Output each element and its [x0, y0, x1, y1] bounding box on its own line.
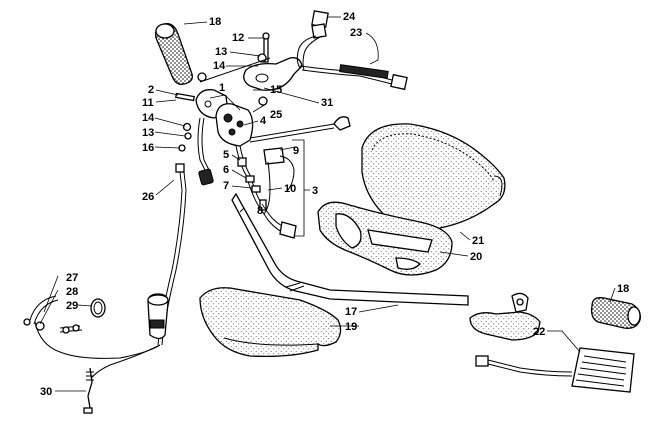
callout-18b: 18: [617, 283, 629, 295]
handlebar: [231, 192, 469, 306]
throttle-cable: [34, 163, 187, 414]
callout-23: 23: [350, 27, 362, 39]
callout-5: 5: [223, 149, 229, 161]
callout-11: 11: [142, 97, 154, 109]
throttle-body: [469, 292, 541, 341]
callout-8: 8: [257, 205, 263, 217]
callout-27: 27: [66, 272, 78, 284]
callout-20: 20: [470, 251, 482, 263]
callout-12: 12: [232, 32, 244, 44]
callout-13a: 13: [215, 46, 227, 58]
callout-6: 6: [223, 164, 229, 176]
cable-housing: [147, 293, 169, 340]
callout-17: 17: [345, 306, 357, 318]
callout-13b: 13: [142, 127, 154, 139]
callout-4: 4: [260, 115, 267, 127]
callout-15: 15: [270, 84, 282, 96]
hand-warmer-element: [475, 347, 635, 393]
callout-19: 19: [345, 321, 357, 333]
callout-3: 3: [312, 185, 318, 197]
callout-10: 10: [284, 183, 296, 195]
crossbar-pad: [199, 287, 342, 358]
callout-14b: 14: [142, 112, 155, 124]
callout-28: 28: [66, 286, 78, 298]
brake-lever: [197, 32, 303, 106]
leader-lines: [39, 16, 616, 392]
handlebar-pad: [317, 201, 453, 276]
callout-9: 9: [293, 145, 299, 157]
switch-housing: [175, 89, 254, 186]
right-grip: [590, 297, 641, 329]
callout-14a: 14: [213, 60, 226, 72]
callout-22: 22: [533, 326, 545, 338]
callout-24: 24: [343, 11, 356, 23]
left-grip: [155, 23, 193, 85]
callout-1: 1: [219, 82, 225, 94]
warmer-cable: [296, 10, 408, 91]
callout-16: 16: [142, 142, 154, 154]
callout-30: 30: [40, 386, 52, 398]
callout-31: 31: [321, 97, 333, 109]
handlebar-cover-top: [361, 123, 506, 230]
callout-18a: 18: [209, 16, 221, 28]
small-hardware: [178, 122, 192, 152]
callout-2: 2: [148, 84, 154, 96]
callout-29: 29: [66, 300, 78, 312]
callout-labels: 18 12 13 14 24 23 15 1 31 25 2 11 14 13 …: [40, 11, 629, 398]
callout-25: 25: [270, 109, 282, 121]
callout-26: 26: [142, 191, 154, 203]
switch-wire: [249, 116, 351, 143]
callout-21: 21: [472, 235, 484, 247]
callout-7: 7: [223, 180, 229, 192]
cable-fittings: [23, 295, 106, 334]
